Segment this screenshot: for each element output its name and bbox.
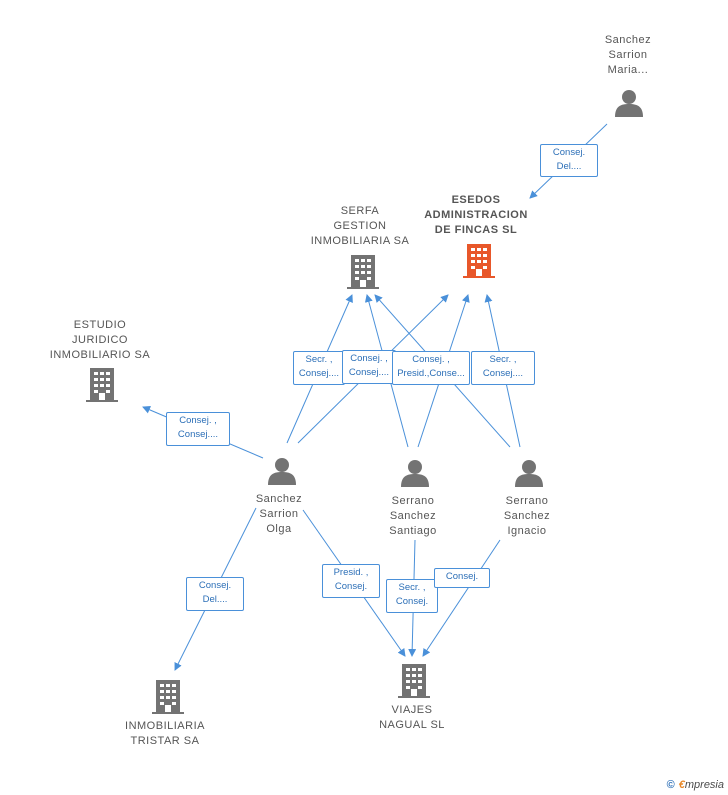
person-icon[interactable] [267, 457, 297, 485]
edge-ignacio-viajes [422, 539, 501, 657]
building-icon[interactable] [86, 368, 118, 402]
node-label-viajes[interactable]: VIAJES NAGUAL SL [379, 704, 445, 731]
edge-label-olga-tristar[interactable]: Consej. Del.... [186, 577, 244, 611]
edge-label-olga-viajes[interactable]: Presid. , Consej. [322, 564, 380, 598]
node-label-olga[interactable]: Sanchez Sarrion Olga [255, 493, 303, 535]
edge-label-santiago-viajes[interactable]: Secr. , Consej. [386, 579, 438, 613]
edge-label-ignacio-esedos[interactable]: Secr. , Consej.... [471, 351, 535, 385]
edge-label-maria-esedos[interactable]: Consej. Del.... [540, 144, 598, 177]
node-label-ignacio[interactable]: Serrano Sanchez Ignacio [503, 495, 551, 537]
person-icon[interactable] [614, 89, 644, 117]
building-icon[interactable] [398, 664, 430, 698]
brand-watermark: ©€mpresia [667, 779, 724, 791]
node-label-tristar[interactable]: INMOBILIARIA TRISTAR SA [125, 720, 205, 747]
building-icon[interactable] [347, 255, 379, 289]
edge-label-santiago-esedos[interactable]: Consej. , Presid.,Conse... [392, 351, 470, 385]
person-icon[interactable] [514, 459, 544, 487]
edge-label-olga-esedos[interactable]: Consej. , Consej.... [342, 350, 396, 384]
edge-label-olga-serfa[interactable]: Secr. , Consej.... [293, 351, 345, 385]
copyright-symbol: © [666, 779, 675, 791]
person-icon[interactable] [400, 459, 430, 487]
empresia-logo-icon: € [678, 779, 685, 791]
building-icon[interactable] [152, 680, 184, 714]
node-label-serfa[interactable]: SERFA GESTION INMOBILIARIA SA [310, 205, 410, 247]
edge-label-olga-estudio[interactable]: Consej. , Consej.... [166, 412, 230, 446]
node-label-esedos[interactable]: ESEDOS ADMINISTRACION DE FINCAS SL [424, 194, 528, 236]
node-label-sanchez-sarrion-maria[interactable]: Sanchez Sarrion Maria... [604, 34, 652, 76]
node-label-santiago[interactable]: Serrano Sanchez Santiago [389, 495, 437, 537]
edge-label-ignacio-viajes[interactable]: Consej. [434, 568, 490, 588]
brand-name: mpresia [684, 779, 724, 791]
node-label-estudio[interactable]: ESTUDIO JURIDICO INMOBILIARIO SA [49, 319, 151, 361]
building-icon[interactable] [463, 244, 495, 278]
